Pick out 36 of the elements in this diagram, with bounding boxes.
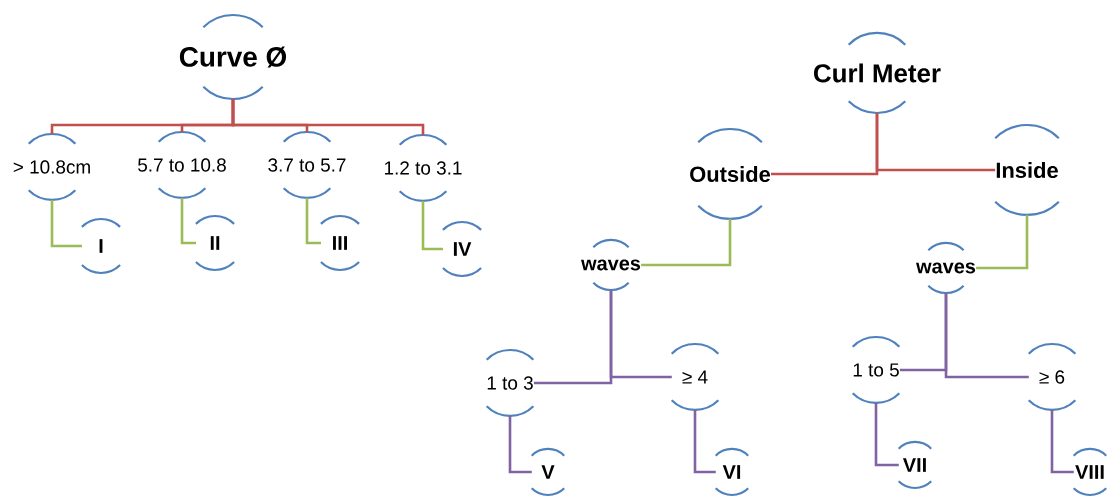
bracket-node: 3.7 to 5.7 xyxy=(268,130,346,200)
bracket-node: I xyxy=(81,217,121,274)
bracket-node: III xyxy=(320,214,360,271)
connector-line xyxy=(231,99,425,135)
connector-line xyxy=(508,416,532,474)
connector-line xyxy=(693,410,716,474)
connector-line xyxy=(874,403,899,467)
bracket-node: waves xyxy=(581,238,641,292)
connector-line xyxy=(180,198,196,245)
bracket-node: Curve Ø xyxy=(179,13,287,101)
bracket-node: VIII xyxy=(1072,447,1107,497)
bracket-node: IV xyxy=(442,220,482,277)
bracket-node: 1 to 5 xyxy=(851,335,901,405)
connector-line xyxy=(1050,410,1074,474)
bracket-node: V xyxy=(530,447,565,497)
bracket-node: 1.2 to 3.1 xyxy=(385,133,462,203)
connector-line xyxy=(976,215,1029,270)
bracket-node: Inside xyxy=(994,123,1060,217)
bracket-node: ≥ 4 xyxy=(670,342,720,412)
connector-line xyxy=(50,200,82,248)
connector-line xyxy=(944,293,1029,379)
bracket-node: 5.7 to 10.8 xyxy=(138,130,226,200)
bracket-node: 1 to 3 xyxy=(485,348,535,418)
connector-line xyxy=(875,113,996,172)
connector-line xyxy=(305,198,321,245)
bracket-node: Curl Meter xyxy=(814,31,941,114)
bracket-node: ≥ 6 xyxy=(1027,342,1077,412)
connector-line xyxy=(641,219,732,267)
bracket-node: Outside xyxy=(690,127,771,221)
bracket-node: > 10.8cm xyxy=(13,132,90,202)
connector-line xyxy=(609,290,672,379)
bracket-node: VII xyxy=(897,440,932,490)
bracket-node: waves xyxy=(916,241,976,295)
bracket-node: II xyxy=(195,214,235,271)
bracket-node: VI xyxy=(714,447,749,497)
connector-line xyxy=(421,201,443,251)
